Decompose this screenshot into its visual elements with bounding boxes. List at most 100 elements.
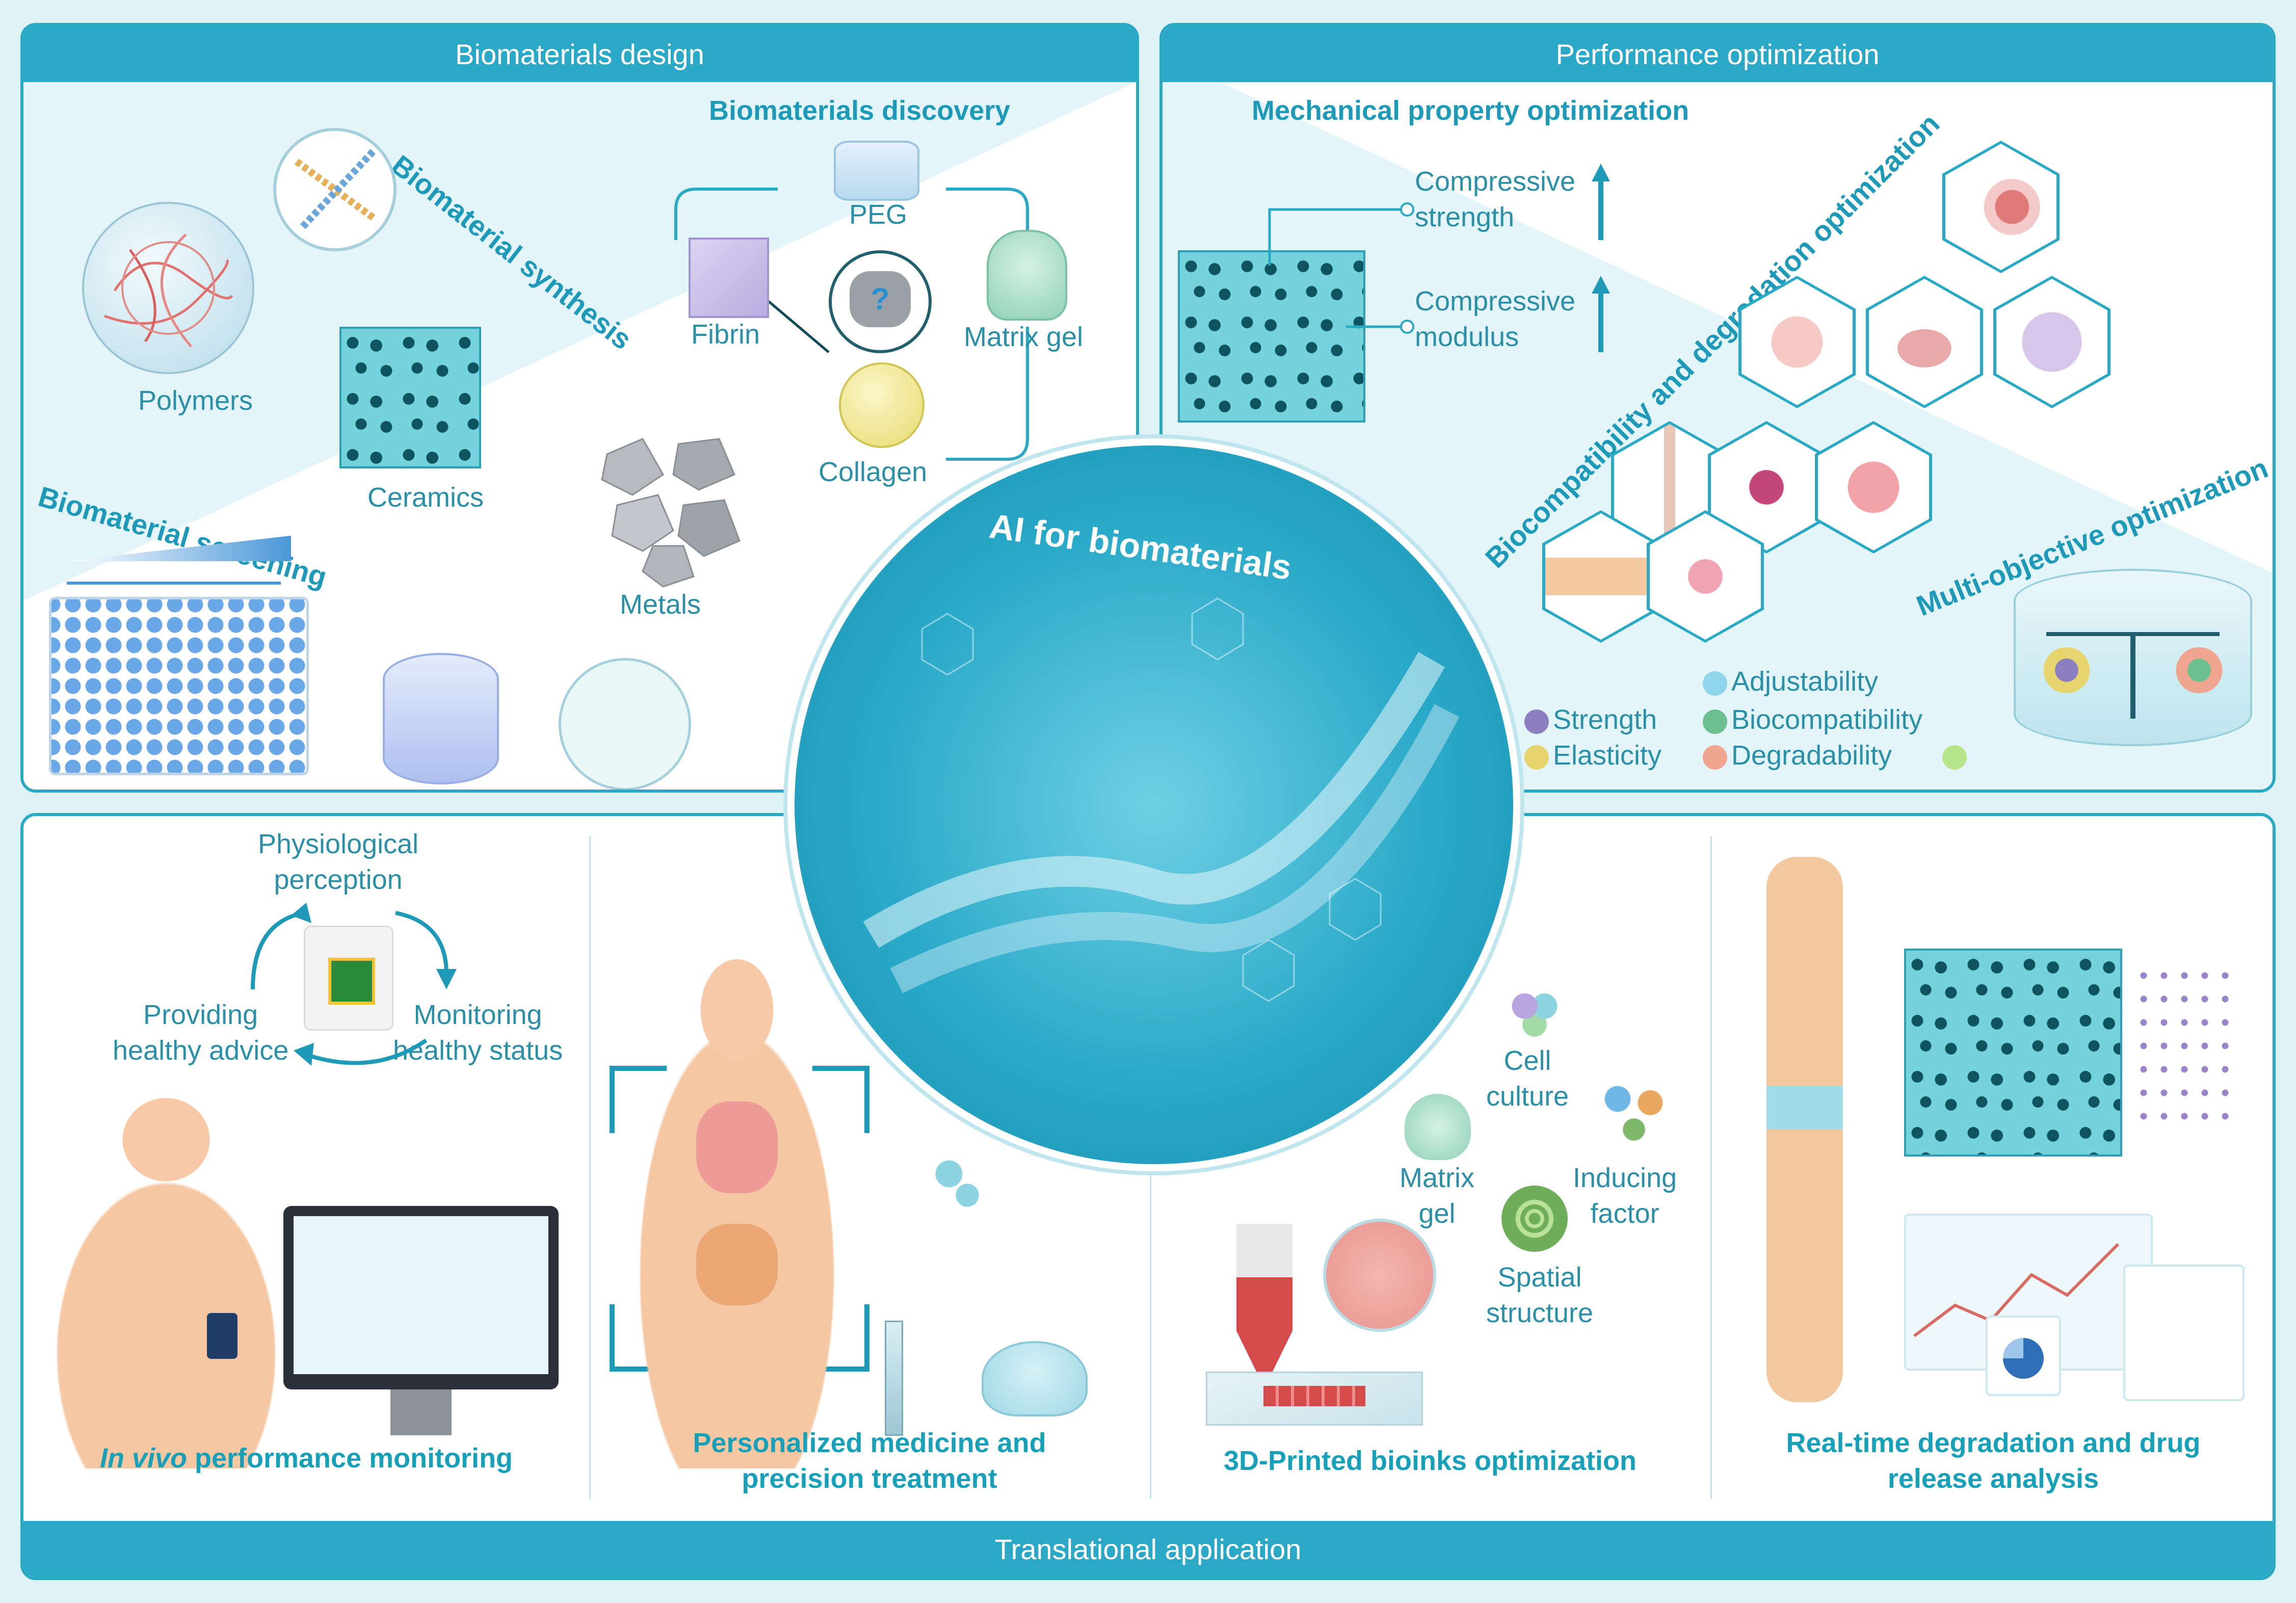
property-connectors (1268, 202, 1414, 334)
compressive-modulus-label: Compressive modulus (1415, 283, 1575, 355)
matrix-gel-label: Matrix gel (964, 322, 1084, 352)
mechanical-cube-icon (1178, 250, 1365, 423)
metals-label: Metals (620, 589, 701, 620)
matrix-gel-line1: Matrix (1400, 1163, 1474, 1193)
performance-optimization-header: Performance optimization (1163, 26, 2273, 82)
spatial-structure-label: Spatial structure (1486, 1259, 1593, 1331)
biomaterials-design-header: Biomaterials design (23, 26, 1136, 82)
polymer-chains-icon (104, 233, 233, 348)
biocompatibility-swatch (1703, 709, 1727, 734)
discovery-label: Biomaterials discovery (709, 95, 1011, 126)
ceramics-label: Ceramics (367, 482, 484, 513)
personalized-line2: precision treatment (742, 1463, 997, 1494)
physio-line1: Physiological (258, 829, 419, 859)
armband-sensor-icon (207, 1313, 237, 1359)
matrix-gel-bottom-label: Matrix gel (1400, 1160, 1474, 1231)
spatial-line2: structure (1486, 1298, 1594, 1329)
providing-line1: Providing (143, 1000, 258, 1030)
inducing-line2: factor (1590, 1198, 1659, 1229)
screening-zoom-icon (559, 658, 691, 790)
providing-line2: healthy advice (113, 1035, 289, 1066)
compressive-strength-line1: Compressive (1415, 166, 1576, 197)
realtime-line1: Real-time degradation and drug (1786, 1428, 2201, 1458)
legend-degradability: Degradability (1703, 740, 1892, 771)
spatial-line1: Spatial (1497, 1262, 1582, 1293)
cycle-arrows-icon (251, 903, 457, 1066)
monitoring-line2: healthy status (393, 1035, 563, 1066)
legend-biocompatibility-label: Biocompatibility (1731, 704, 1923, 735)
cell-culture-icon (1501, 982, 1568, 1043)
drug-release-particles-icon (2133, 964, 2235, 1132)
inducing-factor-icon (1593, 1076, 1675, 1152)
screening-arrow (67, 582, 281, 585)
matrix-gel-icon (987, 230, 1067, 321)
legend-more-label: ...... (1942, 772, 1989, 793)
legend-strength-label: Strength (1553, 704, 1657, 735)
realtime-line2: release analysis (1887, 1463, 2099, 1494)
performance-optimization-panel: Performance optimization Mechanical prop… (1159, 23, 2276, 793)
cell-culture-line1: Cell (1503, 1045, 1551, 1076)
collagen-label: Collagen (819, 457, 928, 487)
invivo-italic: In vivo (99, 1443, 187, 1474)
legend: Strength Elasticity Adjustability Biocom… (1524, 663, 2009, 790)
ai-for-biomaterials-circle: AI for biomaterials (787, 438, 1520, 1171)
compressive-modulus-line1: Compressive (1415, 286, 1576, 317)
more-swatch (1942, 745, 1967, 770)
tissue-zoom-icon (1323, 1219, 1436, 1332)
personalized-caption: Personalized medicine and precision trea… (589, 1425, 1150, 1496)
compressive-strength-label: Compressive strength (1415, 164, 1575, 235)
legend-more: ...... (1942, 740, 2009, 793)
well-plate-icon (49, 597, 309, 775)
metal-crystals-icon (601, 438, 741, 588)
nanoparticle-spheres-icon (931, 1152, 992, 1224)
invivo-caption: In vivo performance monitoring (23, 1440, 589, 1476)
fibrin-label: Fibrin (691, 319, 760, 350)
mechanical-label: Mechanical property optimization (1252, 95, 1690, 126)
separator-3 (1710, 836, 1712, 1499)
legend-elasticity-label: Elasticity (1553, 740, 1662, 771)
trend-line-icon (1913, 1243, 2120, 1337)
spatial-structure-icon (1501, 1186, 1568, 1252)
bioinks-line: 3D-Printed bioinks optimization (1223, 1446, 1637, 1476)
providing-label: Providing healthy advice (113, 997, 288, 1068)
inducing-factor-label: Inducing factor (1573, 1160, 1677, 1231)
physio-label: Physiological perception (258, 826, 418, 898)
compressive-strength-line2: strength (1415, 202, 1515, 233)
hydrogel-cylinder-icon (383, 653, 499, 784)
question-mark: ? (850, 271, 911, 327)
realtime-caption: Real-time degradation and drug release a… (1710, 1425, 2273, 1496)
legend-biocompatibility: Biocompatibility (1703, 704, 1922, 735)
femur-bone-icon (1766, 857, 1843, 1402)
chip-sensor-icon (304, 926, 393, 1031)
invivo-rest: performance monitoring (187, 1443, 513, 1474)
legend-adjustability-label: Adjustability (1731, 666, 1879, 697)
legend-adjustability: Adjustability (1703, 666, 1878, 697)
ceramics-cube-icon (339, 327, 481, 468)
monitor-icon (283, 1206, 559, 1435)
strength-swatch (1524, 709, 1549, 734)
legend-degradability-label: Degradability (1731, 740, 1892, 771)
syringe-icon (885, 1321, 903, 1436)
cell-culture-label: Cell culture (1486, 1043, 1569, 1114)
printed-scaffold-icon (1206, 1372, 1423, 1426)
matrix-gel-small-icon (1405, 1094, 1471, 1160)
translational-application-footer: Translational application (23, 1521, 2273, 1577)
degradation-cube-icon (1904, 949, 2122, 1157)
balance-scale-icon (2014, 569, 2252, 746)
elasticity-swatch (1524, 745, 1549, 770)
legend-strength: Strength (1524, 704, 1657, 735)
cell-culture-line2: culture (1486, 1081, 1569, 1112)
peg-icon (834, 141, 919, 201)
adjustability-swatch (1703, 671, 1727, 696)
monitoring-line1: Monitoring (413, 1000, 542, 1030)
polymers-label: Polymers (138, 385, 253, 416)
intestines-icon (696, 1224, 778, 1305)
monitoring-label: Monitoring healthy status (393, 997, 563, 1068)
increase-arrows-icon (1592, 164, 1610, 352)
legend-elasticity: Elasticity (1524, 740, 1661, 771)
compressive-modulus-line2: modulus (1415, 322, 1519, 353)
fibrin-cube-icon (689, 238, 769, 318)
human-body-figure (44, 1086, 288, 1468)
bioinks-caption: 3D-Printed bioinks optimization (1150, 1443, 1710, 1479)
polymer-zoom-icon (273, 128, 397, 251)
